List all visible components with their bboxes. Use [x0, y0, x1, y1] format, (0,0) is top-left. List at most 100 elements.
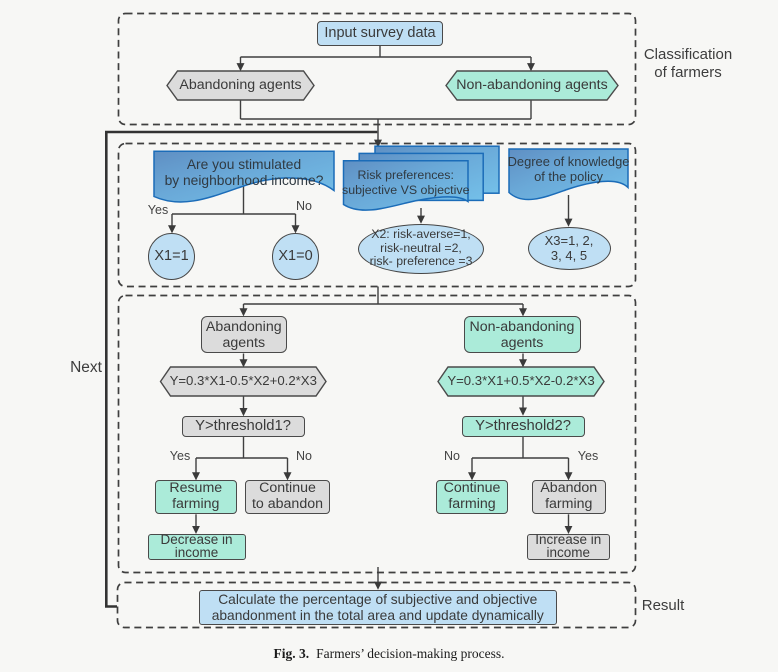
threshold1-yes-text: Yes	[169, 449, 191, 463]
resume-farming-box: Resume farming	[155, 480, 237, 514]
result-side-label: Result	[633, 597, 693, 614]
abandoning-hex-label: Abandoning agents	[179, 76, 302, 93]
non-abandoning-hex-label: Non-abandoning agents	[456, 76, 608, 93]
threshold2-label: Y>threshold2?	[475, 417, 571, 434]
threshold1-no-text: No	[296, 449, 312, 463]
classification-side-label-line1: Classification	[643, 46, 733, 63]
neighborhood-yes-text: Yes	[147, 203, 169, 217]
connector-threshold2-split	[472, 437, 569, 459]
non-abandoning-agents-line2: agents	[500, 334, 544, 351]
threshold1-label: Y>threshold1?	[195, 417, 291, 434]
left-formula-hex-label: Y=0.3*X1-0.5*X2+0.2*X3	[169, 373, 317, 389]
x1-no-circle: X1=0	[272, 233, 319, 280]
input-survey-data-label: Input survey data	[324, 25, 436, 42]
knowledge-banner-line2: of the policy	[534, 169, 603, 184]
connectors	[168, 46, 573, 590]
result-box: Calculate the percentage of subjective a…	[199, 590, 557, 625]
neighborhood-no-label: No	[288, 199, 320, 213]
non-abandoning-hex-shape	[445, 70, 619, 101]
classification-side-label: Classification of farmers	[638, 46, 738, 81]
x2-ellipse-line3: risk- preference =3	[369, 254, 473, 269]
abandoning-agents-line1: Abandoning	[205, 318, 282, 335]
increase-income-line2: income	[546, 544, 591, 560]
result-box-line1: Calculate the percentage of subjective a…	[218, 591, 538, 607]
next-label-text: Next	[70, 359, 102, 376]
next-loop-connector	[105, 130, 378, 608]
left-formula-hex-shape	[159, 366, 327, 397]
variables-section-frame	[117, 142, 637, 288]
threshold1-yes-label: Yes	[164, 449, 196, 463]
neighborhood-banner-shape	[153, 150, 335, 203]
x2-ellipse-line1: X2: risk-averse=1,	[371, 227, 471, 242]
input-survey-data-box: Input survey data	[317, 21, 443, 46]
decrease-income-line2: income	[174, 544, 219, 560]
resume-farming-line1: Resume	[169, 480, 223, 497]
non-abandoning-hex-label-wrap: Non-abandoning agents	[446, 71, 618, 100]
risk-stack-line1: Risk preferences:	[357, 167, 454, 182]
threshold2-yes-label: Yes	[571, 449, 605, 463]
abandon-farming-line2: farming	[545, 496, 593, 512]
risk-stack-line2: subjective VS objective	[342, 183, 470, 197]
connector-neighborhood-split	[172, 186, 296, 215]
threshold2-box: Y>threshold2?	[461, 415, 585, 437]
right-formula-hex-label-wrap: Y=0.3*X1+0.5*X2-0.2*X3	[438, 367, 604, 396]
x2-ellipse-line2: risk-neutral =2,	[380, 240, 462, 255]
classification-side-label-line2: of farmers	[654, 63, 722, 81]
section-frames	[116, 12, 637, 629]
result-box-line2: abandonment in the total area and update…	[211, 607, 544, 623]
knowledge-banner-line1: Degree of knowledge	[507, 153, 630, 169]
abandoning-agents-box: Abandoning agents	[200, 316, 287, 353]
neighborhood-no-text: No	[296, 199, 312, 213]
figure-caption-text: Farmers’ decision-making process.	[316, 646, 505, 661]
result-side-text: Result	[641, 597, 685, 614]
connector-hex-merge	[239, 100, 532, 120]
abandoning-hex-label-wrap: Abandoning agents	[167, 71, 314, 100]
x3-ellipse: X3=1, 2, 3, 4, 5	[527, 226, 611, 270]
resume-farming-line2: farming	[172, 496, 220, 512]
risk-stack-doc-front	[342, 159, 469, 211]
decision-section-frame	[117, 294, 637, 574]
hexagon-shapes	[159, 70, 619, 397]
right-formula-hex-shape	[437, 366, 605, 397]
knowledge-banner-shape	[508, 148, 629, 201]
abandoning-agents-line2: agents	[222, 334, 266, 351]
connector-input-split	[240, 46, 531, 58]
knowledge-banner-label: Degree of knowledge of the policy	[507, 152, 630, 186]
connector-threshold1-split	[196, 436, 288, 459]
continue-farming-box: Continue farming	[436, 480, 508, 514]
abandoning-hex-shape	[166, 70, 315, 101]
x2-ellipse: X2: risk-averse=1, risk-neutral =2, risk…	[358, 223, 484, 274]
connector-variables-to-decision	[243, 286, 523, 305]
increase-income-line1: Increase in	[535, 531, 602, 547]
threshold2-yes-text: Yes	[577, 449, 599, 463]
right-formula-hex-label: Y=0.3*X1+0.5*X2-0.2*X3	[447, 373, 595, 389]
x3-ellipse-line2: 3, 4, 5	[550, 248, 588, 263]
continue-farming-line2: farming	[448, 496, 496, 512]
neighborhood-banner-line2: by neighborhood income?	[164, 173, 324, 188]
neighborhood-yes-label: Yes	[142, 203, 174, 217]
blue-document-shapes	[153, 145, 629, 211]
risk-stack-label: Risk preferences: subjective VS objectiv…	[342, 166, 470, 200]
neighborhood-banner-label: Are you stimulated by neighborhood incom…	[154, 154, 334, 192]
x3-ellipse-line1: X3=1, 2,	[544, 233, 594, 248]
non-abandoning-agents-box: Non-abandoning agents	[463, 316, 581, 353]
increase-income-box: Increase in income	[526, 531, 610, 560]
figure-caption: Fig. 3.Farmers’ decision-making process.	[0, 646, 778, 662]
x1-yes-circle-label: X1=1	[154, 248, 189, 265]
non-abandoning-agents-line1: Non-abandoning	[469, 318, 575, 335]
continue-to-abandon-line2: to abandon	[251, 496, 323, 512]
x1-no-circle-label: X1=0	[278, 248, 313, 265]
threshold2-no-label: No	[436, 449, 468, 463]
continue-farming-line1: Continue	[443, 480, 501, 497]
abandon-farming-box: Abandon farming	[531, 480, 606, 514]
continue-to-abandon-line1: Continue	[259, 480, 316, 497]
continue-to-abandon-box: Continue to abandon	[245, 480, 330, 514]
decrease-income-line1: Decrease in	[160, 531, 233, 547]
abandon-farming-line1: Abandon	[540, 480, 598, 497]
next-label: Next	[63, 359, 109, 377]
classification-section-frame	[117, 12, 637, 126]
threshold2-no-text: No	[444, 449, 460, 463]
threshold1-no-label: No	[288, 449, 320, 463]
